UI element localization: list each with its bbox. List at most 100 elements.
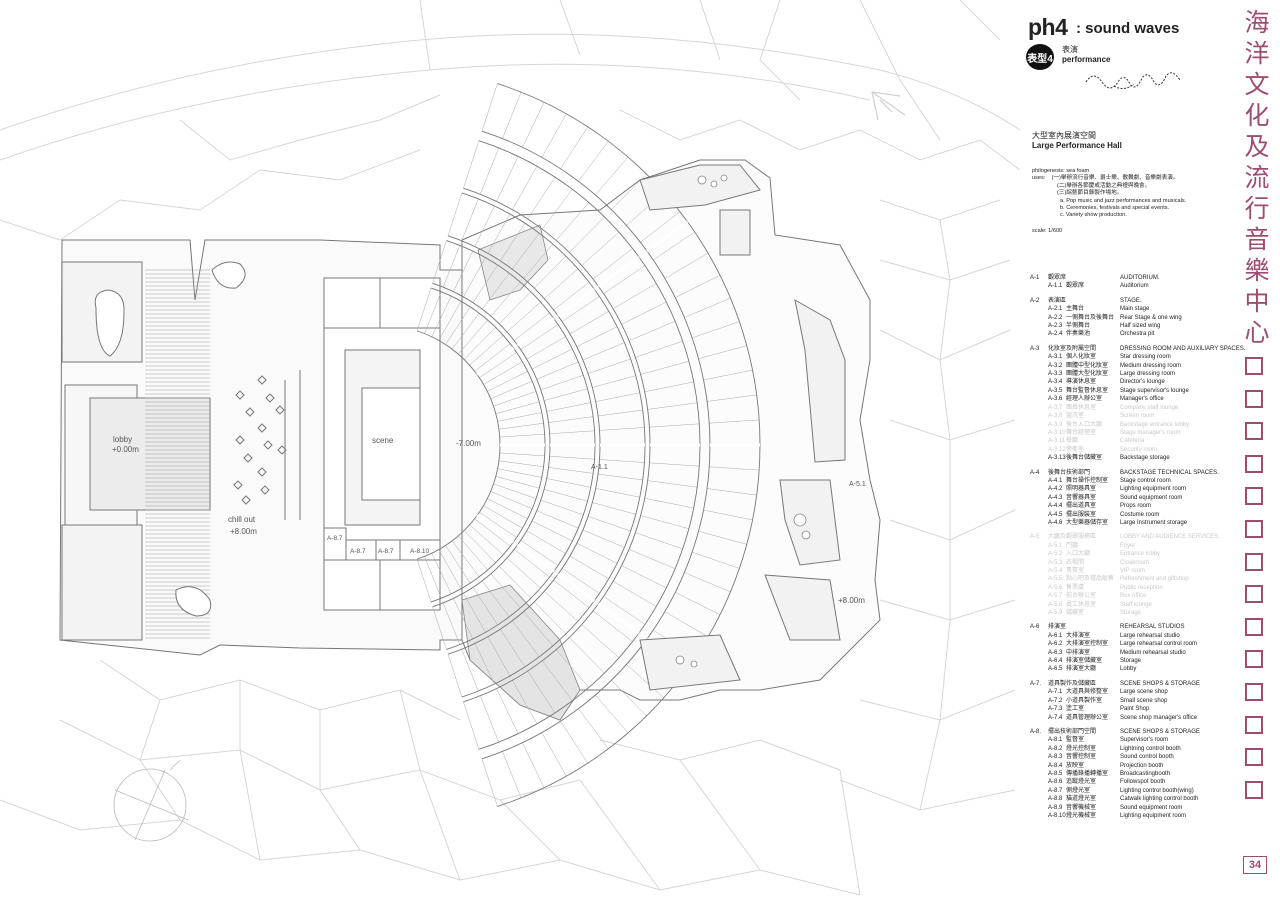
legend-item-en: Lobby (1120, 666, 1137, 673)
seat-row-line (526, 336, 566, 360)
seat-row-line (587, 516, 631, 532)
seat-row-line (469, 524, 504, 555)
legend-item-zh: 售票處 (1066, 584, 1085, 591)
seat-row-line (495, 476, 540, 489)
seat-row-line (472, 264, 498, 303)
vertical-title-char: 海 (1244, 8, 1270, 37)
pit-level-label: -7.00m (456, 439, 481, 448)
legend-item-code: A-1.1 (1048, 283, 1063, 290)
legend-item-code: A-5.7 (1048, 593, 1063, 600)
legend-item-en: Storage (1120, 610, 1142, 617)
seat-row-line (451, 540, 480, 578)
seat-row-line (611, 680, 647, 717)
sound-wave-icon (1085, 72, 1181, 90)
seat-row-line (479, 695, 500, 743)
legend-item-code: A-5.4 (1048, 568, 1063, 574)
legend-item-en: Storage (1120, 658, 1142, 665)
seat-row-line (483, 505, 523, 529)
seat-row-line (556, 202, 590, 241)
seat-row-line (487, 213, 511, 254)
seat-icon (235, 435, 245, 445)
legend-section-en: SCENE SHOPS & STORAGE (1120, 728, 1200, 735)
legend-item-zh: 貓道燈光室 (1066, 796, 1097, 803)
chill-out-level-label: +8.00m (230, 527, 257, 536)
info-panel: ph4 : sound waves 表型4 表演 performance 大型室… (1022, 0, 1245, 905)
seat-row-line (469, 335, 504, 366)
seat-row-line (520, 324, 559, 350)
legend-item-code: A-2.1 (1048, 306, 1063, 313)
seat-row-line (512, 680, 538, 724)
seat-row-line (569, 216, 605, 253)
seat-row-line (498, 460, 544, 468)
legend-item-en: Box office (1120, 593, 1147, 600)
seat-row-line (546, 402, 591, 412)
legend-item-en: Public reception (1120, 584, 1163, 591)
lobby-planters (94, 261, 246, 617)
legend-item-en: Stage supervisor's lounge (1120, 387, 1189, 394)
seat-row-line (481, 83, 498, 132)
seat-row-line (463, 257, 486, 297)
legend-item-code: A-5.2 (1048, 551, 1063, 558)
legend-item-zh: 員工休息室 (1066, 601, 1097, 608)
vertical-square-icon (1245, 650, 1263, 669)
seat-row-line (463, 327, 496, 360)
legend-item-en: Entrance lobby (1120, 551, 1161, 558)
seat-icon (265, 393, 275, 403)
lobby-level-label: +0.00m (112, 445, 139, 454)
legend-item-zh: 追蹤燈光室 (1066, 779, 1097, 786)
seat-row-line (453, 598, 474, 640)
seat-row-line (461, 198, 479, 241)
seat-icon (241, 495, 251, 505)
aisle-gap (597, 255, 640, 288)
seat-row-line (664, 252, 709, 279)
seat-row-line (541, 732, 567, 777)
aisle-gap (646, 220, 689, 253)
side-wedge-top (477, 224, 549, 301)
seat-row-line (474, 343, 511, 372)
aisle-gap (557, 573, 596, 602)
uses-row-5: b. Ceremonies, festivals and special eve… (1032, 205, 1186, 212)
vertical-title-char: 中 (1244, 287, 1270, 316)
legend-item-code: A-7.3 (1048, 706, 1063, 713)
vertical-square-icon (1245, 715, 1263, 734)
seat-row-line (544, 489, 588, 502)
seat-row-line (495, 401, 540, 414)
legend-item-code: A-3.5 (1048, 387, 1063, 394)
seat-row-line (569, 555, 609, 579)
seat-row-line (481, 580, 510, 617)
legend-item-zh: 衣帽間 (1066, 559, 1085, 566)
legend-item-code: A-3.11 (1048, 438, 1066, 445)
legend-item-code: A-8.7 (1048, 787, 1063, 794)
legend-section-en: AUDITORIUM. (1120, 275, 1160, 281)
legend-item-code: A-6.4 (1048, 658, 1063, 665)
seat-row-line (587, 358, 631, 374)
seat-icon (233, 480, 243, 490)
seat-row-line (442, 245, 461, 288)
seat-row-line (546, 478, 591, 488)
vertical-title-char: 樂 (1244, 256, 1270, 285)
seat-row-line (534, 601, 567, 635)
legend-item-en: Orchestra pit (1120, 331, 1155, 338)
seat-row-line (703, 509, 753, 521)
legend-item-code: A-6.5 (1048, 666, 1063, 673)
seat-row-line (512, 233, 540, 270)
seat-row-line (438, 301, 462, 341)
seat-row-line (531, 348, 573, 370)
legend-item-en: Catwalk lighting control booth (1120, 796, 1199, 803)
page-code: ph4 (1028, 14, 1068, 40)
seat-icon (257, 423, 267, 433)
seat-row-line (569, 311, 609, 335)
vertical-title-char: 及 (1244, 132, 1270, 161)
legend-item-code: A-2.2 (1048, 314, 1063, 321)
seat-row-line (458, 535, 488, 571)
